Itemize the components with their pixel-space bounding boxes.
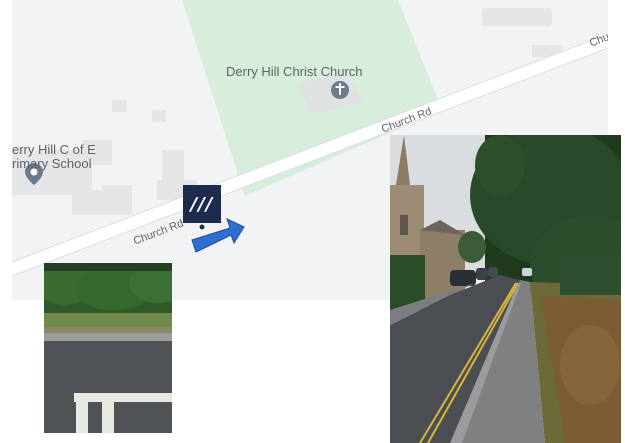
church-road: [12, 34, 608, 276]
direction-arrow-icon: [191, 218, 245, 253]
what3words-marker-icon[interactable]: ///: [183, 185, 221, 223]
church-label[interactable]: Derry Hill Christ Church: [226, 64, 363, 79]
church-building: [297, 72, 362, 115]
school-label-line2[interactable]: rimary School: [12, 156, 92, 171]
road-marking-photo: [44, 263, 172, 433]
school-pin-icon[interactable]: [25, 163, 43, 185]
church-pin-icon[interactable]: [331, 81, 349, 99]
map-canvas: [12, 0, 608, 277]
school-label-line1[interactable]: erry Hill C of E: [12, 142, 96, 157]
church-road-street-photo: [390, 135, 621, 443]
